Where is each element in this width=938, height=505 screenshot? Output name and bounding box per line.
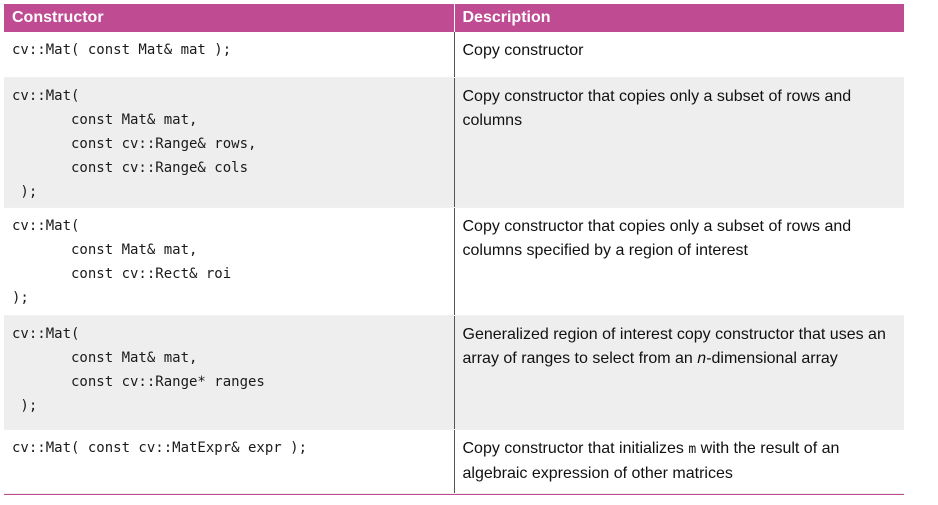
constructor-code: cv::Mat( const Mat& mat, const cv::Range… (4, 315, 454, 430)
constructor-table: Constructor Description cv::Mat( const M… (4, 4, 904, 494)
description-text: Generalized region of interest copy cons… (462, 325, 886, 367)
description-text: -dimensional array (706, 349, 838, 367)
constructor-description: Copy constructor that initializes m with… (453, 429, 904, 494)
constructor-code: cv::Mat( const Mat& mat, const cv::Rect&… (4, 207, 454, 316)
constructor-description: Generalized region of interest copy cons… (453, 315, 904, 430)
description-inline-code: m (688, 441, 697, 457)
description-text: Copy constructor that initializes (462, 439, 689, 457)
constructor-code: cv::Mat( const Mat& mat ); (4, 32, 454, 78)
description-emphasis: n (697, 349, 707, 367)
header-constructor: Constructor (4, 4, 454, 32)
header-description: Description (453, 4, 904, 32)
table-row: cv::Mat( const Mat& mat, const cv::Rect&… (4, 207, 904, 316)
constructor-table-container: Constructor Description cv::Mat( const M… (4, 4, 904, 495)
constructor-description: Copy constructor (453, 32, 904, 78)
constructor-code: cv::Mat( const cv::MatExpr& expr ); (4, 429, 454, 494)
description-text: with the result of an algebraic expressi… (462, 439, 840, 482)
table-row: cv::Mat( const Mat& mat, const cv::Range… (4, 77, 904, 208)
table-bottom-rule (4, 493, 904, 495)
constructor-code: cv::Mat( const Mat& mat, const cv::Range… (4, 77, 454, 208)
table-row: cv::Mat( const cv::MatExpr& expr ); Copy… (4, 429, 904, 494)
constructor-description: Copy constructor that copies only a subs… (453, 207, 904, 316)
header-row: Constructor Description (4, 4, 904, 32)
table-header: Constructor Description (4, 4, 904, 32)
table-body: cv::Mat( const Mat& mat ); Copy construc… (4, 32, 904, 494)
table-row: cv::Mat( const Mat& mat ); Copy construc… (4, 32, 904, 78)
table-row: cv::Mat( const Mat& mat, const cv::Range… (4, 315, 904, 430)
constructor-description: Copy constructor that copies only a subs… (453, 77, 904, 208)
